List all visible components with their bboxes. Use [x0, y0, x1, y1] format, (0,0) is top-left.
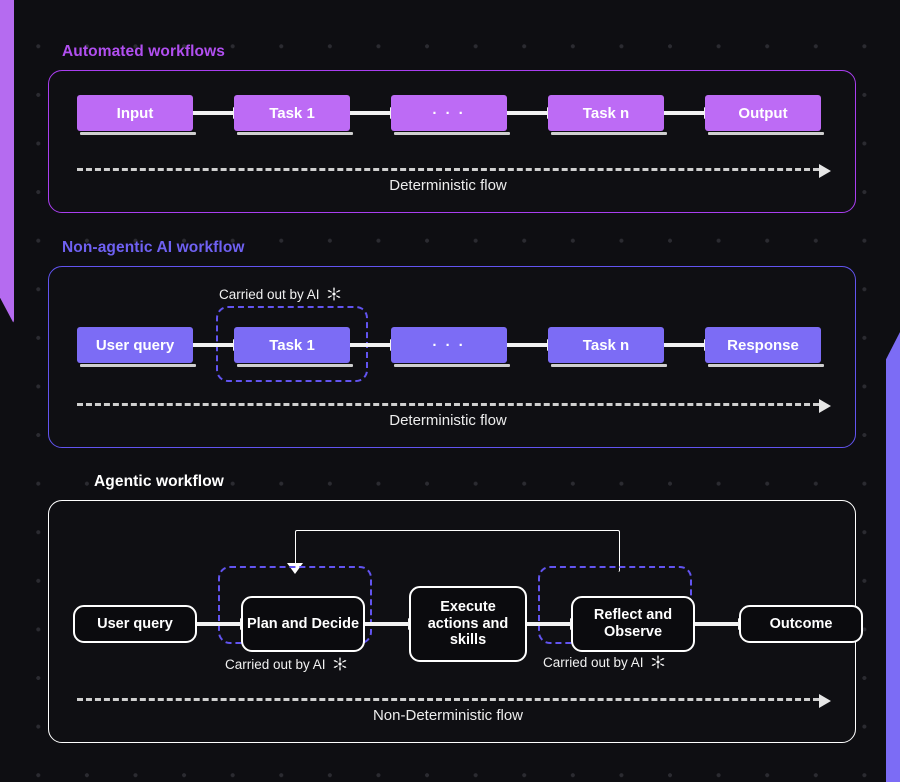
diagram-content: Automated workflows Input Task 1 · · · T…	[48, 0, 866, 782]
ai-caption-text: Carried out by AI	[543, 654, 644, 670]
arrow-taskn-output	[664, 111, 705, 115]
node-user-query[interactable]: User query	[73, 605, 200, 647]
node-row-non-agentic: User query Task 1 · · · Task n Response	[77, 327, 829, 367]
node-row-automated: Input Task 1 · · · Task n Output	[77, 95, 829, 135]
arrow-execute-reflect	[527, 622, 571, 626]
arrow-plan-execute	[365, 622, 409, 626]
node-outcome[interactable]: Outcome	[739, 605, 866, 647]
deterministic-flow-label-non-agentic: Deterministic flow	[389, 412, 507, 429]
panel-automated-workflows: Input Task 1 · · · Task n Output Determi…	[48, 70, 856, 213]
right-edge-accent-bar	[886, 332, 900, 782]
node-output[interactable]: Output	[705, 95, 824, 135]
arrow-taskn-response	[664, 343, 705, 347]
node-ellipsis[interactable]: · · ·	[391, 95, 510, 135]
node-user-query[interactable]: User query	[77, 327, 196, 367]
ai-caption-reflect-and-observe: Carried out by AI	[543, 654, 666, 670]
non-deterministic-flow-line	[77, 693, 831, 708]
ai-caption-non-agentic: Carried out by AI	[219, 286, 342, 302]
arrow-task1-ellipsis	[350, 111, 391, 115]
arrow-input-task1	[193, 111, 234, 115]
ai-caption-plan-and-decide: Carried out by AI	[225, 656, 348, 672]
node-task-n[interactable]: Task n	[548, 95, 667, 135]
node-execute-actions-and-skills[interactable]: Execute actions and skills	[409, 586, 530, 666]
feedback-loop-arrowhead	[287, 563, 303, 574]
non-deterministic-flow-label: Non-Deterministic flow	[372, 707, 524, 724]
arrow-userquery-task1	[193, 343, 234, 347]
node-reflect-and-observe[interactable]: Reflect and Observe	[571, 596, 698, 656]
node-task-n[interactable]: Task n	[548, 327, 667, 367]
arrow-task1-ellipsis	[350, 343, 391, 347]
node-plan-and-decide[interactable]: Plan and Decide	[241, 596, 368, 656]
feedback-loop-path	[295, 530, 620, 572]
ai-caption-text: Carried out by AI	[219, 286, 320, 302]
deterministic-flow-line-non-agentic	[77, 398, 831, 413]
node-ellipsis[interactable]: · · ·	[391, 327, 510, 367]
panel-non-agentic-workflow: Carried out by AI	[48, 266, 856, 448]
atom-icon	[326, 286, 342, 302]
section-title-automated: Automated workflows	[62, 43, 225, 60]
deterministic-flow-line-automated	[77, 163, 831, 178]
atom-icon	[650, 654, 666, 670]
ai-caption-text: Carried out by AI	[225, 656, 326, 672]
arrow-ellipsis-taskn	[507, 343, 548, 347]
arrow-userquery-plan	[197, 622, 241, 626]
node-row-agentic: User query Plan and Decide Execute actio…	[73, 586, 866, 666]
deterministic-flow-label-automated: Deterministic flow	[389, 177, 507, 194]
arrow-ellipsis-taskn	[507, 111, 548, 115]
arrow-reflect-outcome	[695, 622, 739, 626]
section-title-agentic: Agentic workflow	[94, 473, 224, 490]
node-input[interactable]: Input	[77, 95, 196, 135]
atom-icon	[332, 656, 348, 672]
node-task-1[interactable]: Task 1	[234, 95, 353, 135]
node-response[interactable]: Response	[705, 327, 824, 367]
node-task-1[interactable]: Task 1	[234, 327, 353, 367]
left-edge-accent-bar	[0, 0, 14, 324]
section-title-non-agentic: Non-agentic AI workflow	[62, 239, 245, 256]
panel-agentic-workflow: Carried out by AI	[48, 500, 866, 743]
